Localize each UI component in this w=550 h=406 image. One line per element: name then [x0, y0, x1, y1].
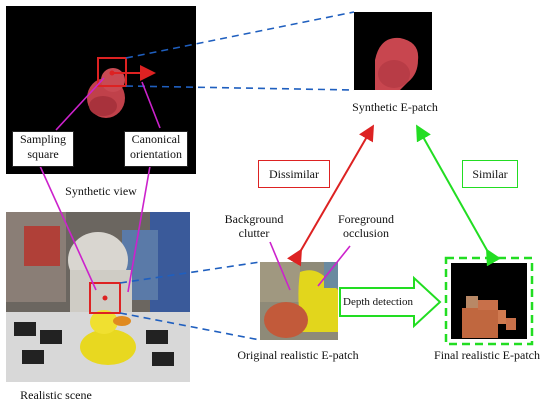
similar-label: Similar	[462, 160, 518, 188]
dissimilar-label: Dissimilar	[258, 160, 330, 188]
final-realistic-epatch-caption: Final realistic E-patch	[434, 348, 540, 362]
synthetic-view-caption: Synthetic view	[65, 184, 137, 198]
similar-arrow	[416, 124, 501, 267]
synthetic-epatch-caption: Synthetic E-patch	[352, 100, 438, 114]
foreground-occlusion-label: Foreground occlusion	[338, 212, 394, 240]
realistic-scene-image	[6, 212, 190, 382]
canonical-orientation-label: Canonical orientation	[124, 131, 188, 167]
depth-detection-label: Depth detection	[343, 296, 413, 308]
original-realistic-epatch-image	[260, 262, 338, 340]
original-realistic-epatch-caption: Original realistic E-patch	[237, 348, 359, 362]
sampling-square-label: Sampling square	[12, 131, 74, 167]
depth-detection-arrow	[339, 275, 442, 329]
dissimilar-arrow	[287, 124, 375, 267]
realistic-sampling-square	[89, 282, 121, 314]
final-realistic-epatch-image	[444, 256, 534, 346]
synthetic-epatch-image	[354, 12, 432, 90]
projection-line-bottom	[125, 85, 355, 91]
projection-line-top	[125, 11, 355, 59]
realistic-scene-caption: Realistic scene	[20, 388, 92, 402]
background-clutter-label: Background clutter	[224, 212, 284, 240]
